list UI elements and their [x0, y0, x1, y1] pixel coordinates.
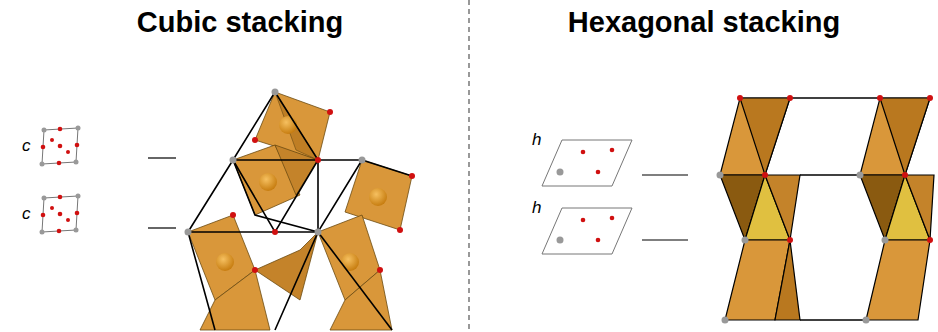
divider-line	[468, 0, 469, 332]
octahedron	[188, 92, 412, 330]
metal-ion	[216, 116, 387, 271]
red-atoms	[41, 127, 80, 234]
layer-symbol: c	[22, 136, 31, 156]
lattice-line	[790, 98, 880, 320]
layer-leader	[148, 158, 176, 228]
layer-symbol: h	[532, 130, 541, 150]
layer-leader	[642, 175, 688, 240]
grey-atoms	[40, 126, 81, 235]
face-sharing-column	[720, 98, 934, 320]
layer-atoms	[557, 148, 615, 244]
lattice-line	[188, 92, 412, 330]
hex-atoms	[717, 95, 934, 324]
hexagonal-layer-icon	[542, 140, 632, 254]
cubic-layer-icon	[42, 128, 78, 232]
layer-symbol: c	[22, 204, 31, 224]
layer-symbol: h	[532, 198, 541, 218]
section-heading: Hexagonal stacking	[568, 6, 840, 39]
section-heading: Cubic stacking	[137, 6, 343, 39]
anion	[185, 89, 416, 274]
